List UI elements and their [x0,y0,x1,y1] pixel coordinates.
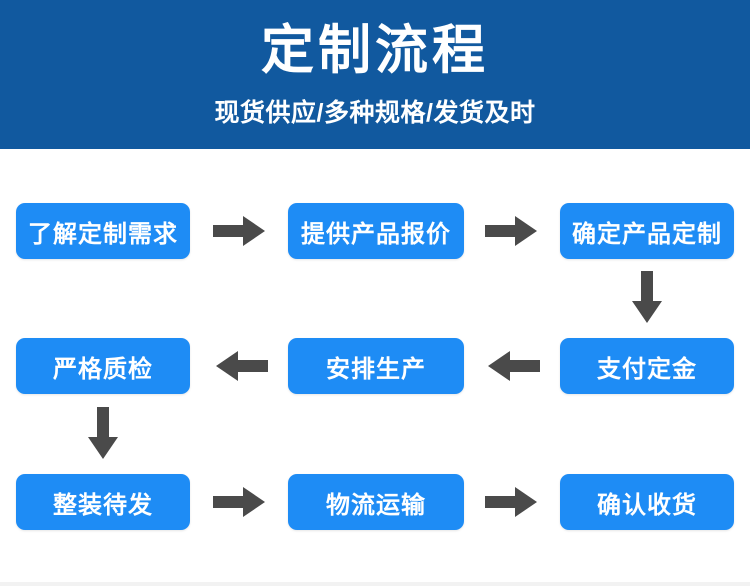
arrow-right-icon [485,215,537,247]
arrow-right-icon [213,486,265,518]
arrow-left-icon [216,350,268,382]
flow-step-confirm-receipt[interactable]: 确认收货 [560,474,734,530]
flow-step-logistics-transport[interactable]: 物流运输 [288,474,464,530]
flow-step-strict-quality-inspection[interactable]: 严格质检 [16,338,190,394]
footer-divider [0,582,750,586]
header-banner: 定制流程 现货供应/多种规格/发货及时 [0,0,750,149]
arrow-right-icon [485,486,537,518]
page-title: 定制流程 [261,21,489,80]
flow-step-arrange-production[interactable]: 安排生产 [288,338,464,394]
arrow-down-icon [631,271,663,323]
flow-step-pay-deposit[interactable]: 支付定金 [560,338,734,394]
flow-step-confirm-customization[interactable]: 确定产品定制 [560,203,734,259]
flow-step-understand-requirements[interactable]: 了解定制需求 [16,203,190,259]
page-subtitle: 现货供应/多种规格/发货及时 [214,98,536,127]
arrow-down-icon [87,407,119,459]
process-flow-diagram: 了解定制需求 提供产品报价 确定产品定制 严格质检 安排生产 [0,149,750,586]
arrow-right-icon [213,215,265,247]
flow-step-provide-quotation[interactable]: 提供产品报价 [288,203,464,259]
arrow-left-icon [488,350,540,382]
flow-step-packed-ready-to-ship[interactable]: 整装待发 [16,474,190,530]
